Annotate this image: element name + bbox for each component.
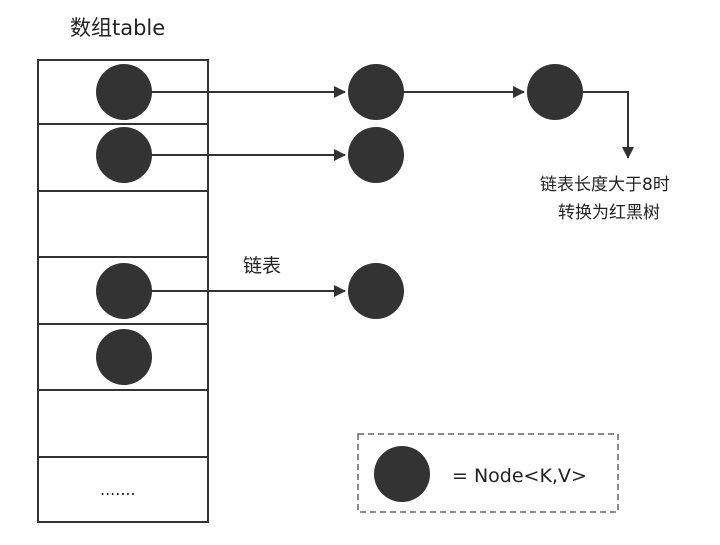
legend-text: = Node<K,V> [452,465,587,487]
treeify-note-line1: 链表长度大于8时 [540,175,670,195]
legend: = Node<K,V> [357,433,619,513]
node-bucket-1 [96,64,152,120]
node-chain-4 [348,263,404,319]
array-ellipsis: ....... [100,480,136,499]
legend-box [357,433,619,513]
arrow-down-treeify [583,91,634,159]
nodes [96,64,583,385]
node-chain-2 [348,127,404,183]
node-bucket-4 [96,263,152,319]
legend-node [374,446,430,502]
node-chain-1a [348,64,404,120]
linked-list-label: 链表 [243,255,281,277]
node-chain-1b [527,64,583,120]
treeify-note-line2: 转换为红黑树 [558,203,660,223]
array-title: 数组table [70,16,165,40]
node-bucket-2 [96,127,152,183]
node-bucket-5 [96,329,152,385]
